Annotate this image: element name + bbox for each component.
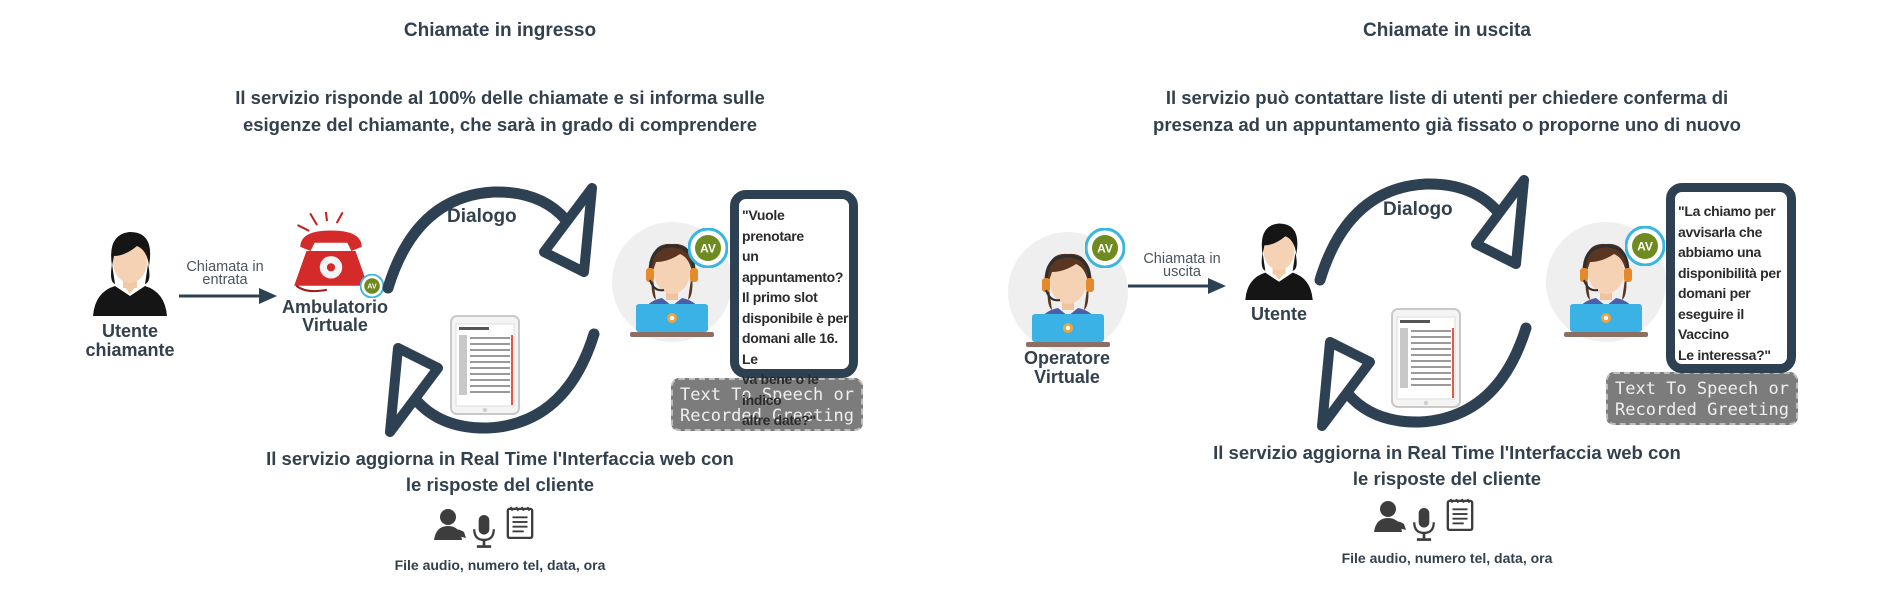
outgoing-call-arrow	[1127, 276, 1229, 296]
user-label: Utente	[1250, 304, 1307, 324]
clinic-label-line1: Ambulatorio	[282, 297, 388, 317]
dialog-cycle-top-arrow	[1308, 170, 1538, 290]
speech-line: "La chiamo per	[1678, 203, 1776, 219]
web-interface-tablet-icon	[1391, 308, 1461, 408]
incoming-dialog-label: Dialogo	[447, 206, 517, 227]
speech-line: va bene o le indico	[742, 371, 819, 408]
operator-label-line2: Virtuale	[1034, 367, 1100, 387]
clinic-label-line2: Virtuale	[302, 315, 368, 335]
incoming-speech-text: "Vuole prenotare un appuntamento? Il pri…	[739, 199, 849, 431]
caller-phone-icon	[432, 506, 468, 542]
tts-box: Text To Speech or Recorded Greeting	[1606, 372, 1798, 425]
speech-line: abbiamo una	[1678, 244, 1762, 260]
outgoing-footer: File audio, numero tel, data, ora	[1341, 550, 1553, 566]
av-badge-icon	[688, 228, 728, 268]
tts-label-line1: Text To Speech or	[680, 385, 854, 405]
incoming-call-arrow	[178, 286, 280, 306]
caller-label-line2: chiamante	[85, 340, 175, 360]
speech-line: domani per	[1678, 285, 1751, 301]
speech-line: Il primo slot	[742, 289, 818, 305]
speech-line: disponibilità per	[1678, 264, 1782, 281]
incoming-arrow-label-line2: entrata	[202, 272, 248, 288]
incoming-arrow-label-line1: Chiamata in	[186, 259, 264, 275]
incoming-title: Chiamate in ingresso	[403, 20, 597, 41]
outgoing-update-line1: Il servizio aggiorna in Real Time l'Inte…	[1213, 442, 1681, 463]
tts-label-line2: Recorded Greeting	[680, 406, 854, 426]
speech-line: un appuntamento?	[742, 248, 844, 285]
tts-label-line1: Text To Speech or	[1615, 379, 1789, 399]
outgoing-arrow-label-line1: Chiamata in	[1143, 251, 1221, 267]
incoming-description-line1: Il servizio risponde al 100% delle chiam…	[235, 87, 765, 108]
speech-line: avvisarla che	[1678, 223, 1763, 240]
microphone-icon	[468, 513, 500, 549]
outgoing-calls-panel: Chiamate in uscita Il servizio può conta…	[947, 0, 1894, 598]
outgoing-title: Chiamate in uscita	[1363, 20, 1531, 41]
speech-line: domani alle 16. Le	[742, 330, 838, 367]
av-badge-icon	[1625, 226, 1665, 266]
incoming-update-line1: Il servizio aggiorna in Real Time l'Inte…	[266, 448, 734, 469]
caller-label-line1: Utente	[101, 321, 158, 341]
outgoing-speech-text: "La chiamo per avvisarla che abbiamo una…	[1675, 192, 1787, 365]
incoming-description-line2: esigenze del chiamante, che sarà in grad…	[242, 114, 758, 135]
outgoing-arrow-label-line2: uscita	[1163, 264, 1201, 280]
caller-icon	[85, 226, 175, 316]
incoming-footer: File audio, numero tel, data, ora	[394, 557, 606, 573]
tts-box: Text To Speech or Recorded Greeting	[671, 378, 863, 431]
document-icon	[505, 505, 535, 539]
dialog-cycle-top-arrow	[376, 178, 606, 298]
outgoing-description-line2: presenza ad un appuntamento già fissato …	[1153, 114, 1741, 135]
outgoing-speech-bubble: "La chiamo per avvisarla che abbiamo una…	[1666, 183, 1796, 373]
outgoing-description-line1: Il servizio può contattare liste di uten…	[1165, 87, 1729, 108]
incoming-calls-panel: Chiamate in ingresso Il servizio rispond…	[85, 20, 863, 573]
av-badge-icon	[1085, 228, 1125, 268]
incoming-update-line2: le risposte del cliente	[405, 474, 595, 495]
web-interface-tablet-icon	[450, 315, 520, 415]
speech-line: altre date?"	[742, 412, 816, 428]
microphone-icon	[1408, 506, 1440, 542]
speech-line: eseguire il Vaccino	[1678, 305, 1744, 343]
outgoing-dialog-label: Dialogo	[1383, 199, 1453, 220]
document-icon	[1445, 497, 1475, 531]
incoming-speech-bubble: "Vuole prenotare un appuntamento? Il pri…	[730, 190, 858, 428]
speech-line: "Vuole prenotare	[742, 207, 804, 244]
operator-label-line1: Operatore	[1023, 348, 1111, 368]
speech-line: Le interessa?"	[1678, 346, 1771, 363]
caller-phone-icon	[1372, 498, 1408, 534]
tts-label-line2: Recorded Greeting	[1615, 400, 1789, 420]
outgoing-update-line2: le risposte del cliente	[1352, 468, 1542, 489]
speech-line: disponibile è per	[742, 309, 849, 326]
